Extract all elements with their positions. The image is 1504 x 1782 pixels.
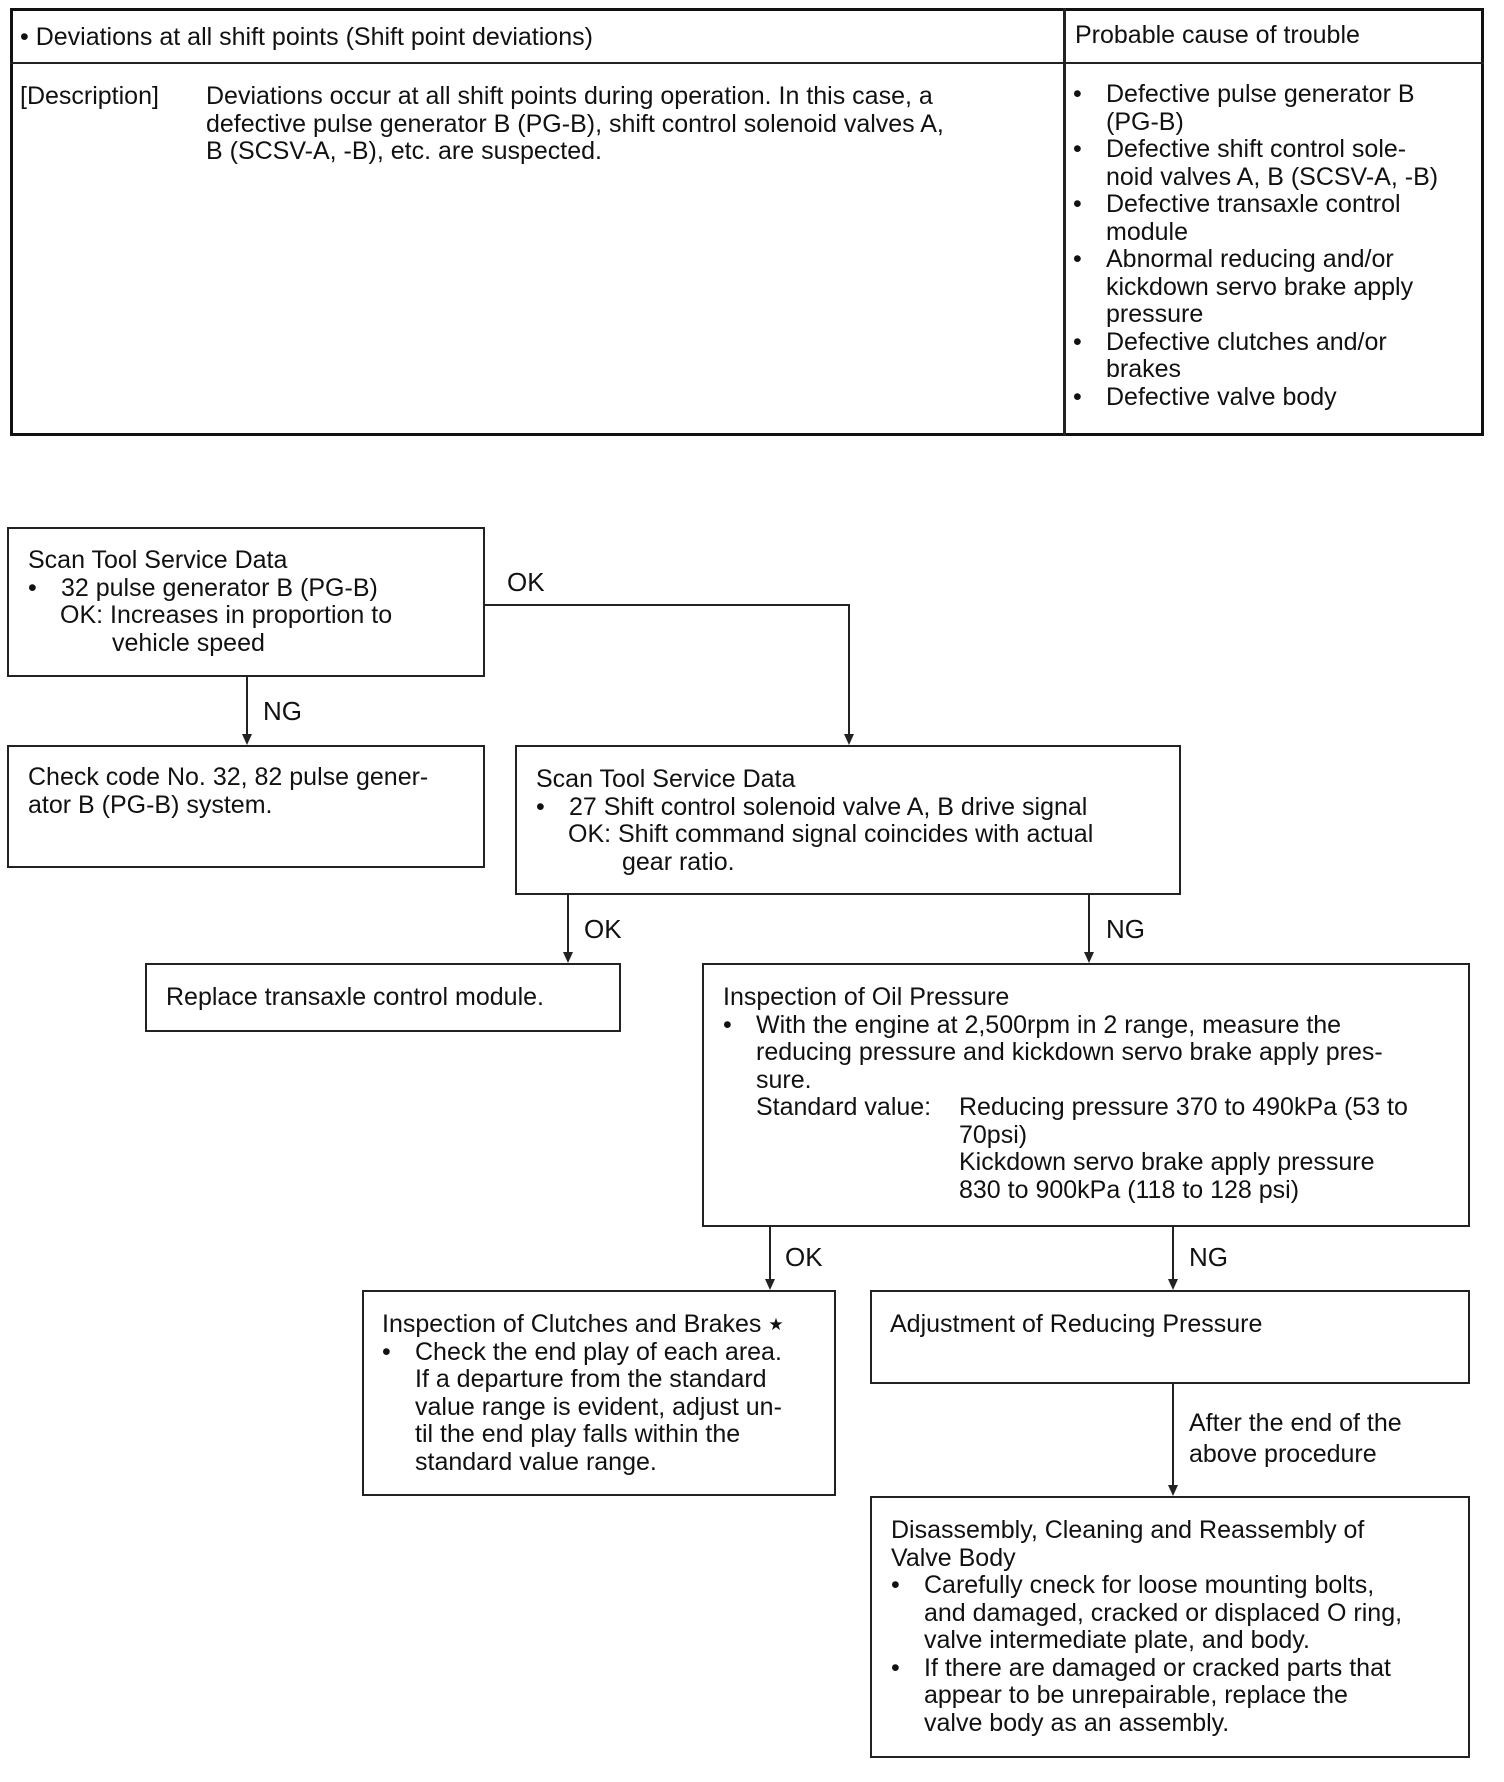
box-title: Scan Tool Service Data (28, 546, 288, 574)
box-title: Inspection of Clutches and Brakes (382, 1310, 762, 1338)
box-bullet: Carefully cneck for loose mounting bolts… (891, 1571, 1402, 1600)
adjust-reducing-pressure-box: Adjustment of Reducing Pressure (870, 1290, 1470, 1384)
arrow-head-icon (1168, 1485, 1178, 1496)
cause-item: Abnormal reducing and/or kickdown servo … (1073, 245, 1438, 329)
ok-label: OK (507, 567, 545, 597)
connector-line (848, 604, 850, 734)
description-line: defective pulse generator B (PG-B), shif… (206, 109, 944, 138)
cause-item: Defective clutches and/or brakes (1073, 328, 1438, 384)
description-label: [Description] (20, 82, 159, 110)
connector-line (485, 604, 850, 606)
box-bullet: Check the end play of each area. (382, 1338, 784, 1367)
arrow-head-icon (242, 734, 252, 745)
description-line: B (SCSV-A, -B), etc. are suspected. (206, 137, 602, 165)
cause-item: Defective valve body (1073, 383, 1438, 412)
arrow-head-icon (1084, 952, 1094, 963)
cause-item: Defective shift control sole- noid valve… (1073, 135, 1438, 191)
ok-label: OK (584, 914, 622, 944)
ng-label: NG (1106, 914, 1145, 944)
after-procedure-label: After the end of the above procedure (1189, 1409, 1402, 1468)
trouble-table (10, 8, 1484, 436)
box-title: Scan Tool Service Data (536, 765, 796, 793)
ok-criterion-cont: vehicle speed (112, 628, 265, 657)
ng-label: NG (263, 696, 302, 726)
cause-list: Defective pulse generator B (PG-B) Defec… (1073, 80, 1438, 412)
ng-label: NG (1189, 1242, 1228, 1272)
connector-line (769, 1227, 771, 1279)
valve-body-service-box: Disassembly, Cleaning and Reassembly of … (870, 1496, 1470, 1758)
standard-value: Reducing pressure 370 to 490kPa (53 to (959, 1093, 1408, 1121)
connector-line (1172, 1227, 1174, 1279)
arrow-head-icon (765, 1279, 775, 1290)
ok-label: OK (785, 1242, 823, 1272)
description-text: Deviations occur at all shift points dur… (206, 82, 944, 166)
description-line: Deviations occur at all shift points dur… (206, 82, 933, 110)
arrow-head-icon (563, 952, 573, 963)
replace-tcm-box: Replace transaxle control module. (145, 963, 621, 1032)
box-bullet: 32 pulse generator B (PG-B) (28, 574, 392, 603)
box-bullet: If there are damaged or cracked parts th… (891, 1654, 1402, 1683)
connector-line (567, 895, 569, 952)
ok-criterion: OK: Shift command signal coincides with … (568, 820, 1094, 848)
symptom-label: • Deviations at all shift points (Shift … (20, 23, 593, 51)
cause-header: Probable cause of trouble (1075, 21, 1360, 49)
cause-item: Defective transaxle control module (1073, 190, 1438, 246)
connector-line (1088, 895, 1090, 952)
scan-tool-scsv-box: Scan Tool Service Data 27 Shift control … (515, 745, 1181, 895)
ok-criterion-cont: gear ratio. (622, 847, 735, 876)
cause-item: Defective pulse generator B (PG-B) (1073, 80, 1438, 136)
box-bullet: 27 Shift control solenoid valve A, B dri… (536, 793, 1093, 822)
star-icon: ★ (768, 1315, 784, 1334)
box-title: Inspection of Oil Pressure (723, 983, 1010, 1011)
standard-value-label: Standard value: (756, 1093, 932, 1121)
oil-pressure-inspection-box: Inspection of Oil Pressure With the engi… (702, 963, 1470, 1227)
clutch-brake-inspection-box: Inspection of Clutches and Brakes ★ Chec… (362, 1290, 836, 1496)
check-code-box: Check code No. 32, 82 pulse gener- ator … (7, 745, 485, 868)
connector-line (1172, 1384, 1174, 1485)
arrow-head-icon (1168, 1279, 1178, 1290)
arrow-head-icon (844, 734, 854, 745)
connector-line (246, 677, 248, 734)
ok-criterion: OK: Increases in proportion to (60, 601, 393, 629)
scan-tool-pg-b-box: Scan Tool Service Data 32 pulse generato… (7, 527, 485, 677)
table-column-divider (1063, 8, 1066, 436)
box-bullet: With the engine at 2,500rpm in 2 range, … (723, 1011, 1383, 1040)
table-header-divider (10, 62, 1484, 64)
box-title: Disassembly, Cleaning and Reassembly of (891, 1516, 1365, 1544)
